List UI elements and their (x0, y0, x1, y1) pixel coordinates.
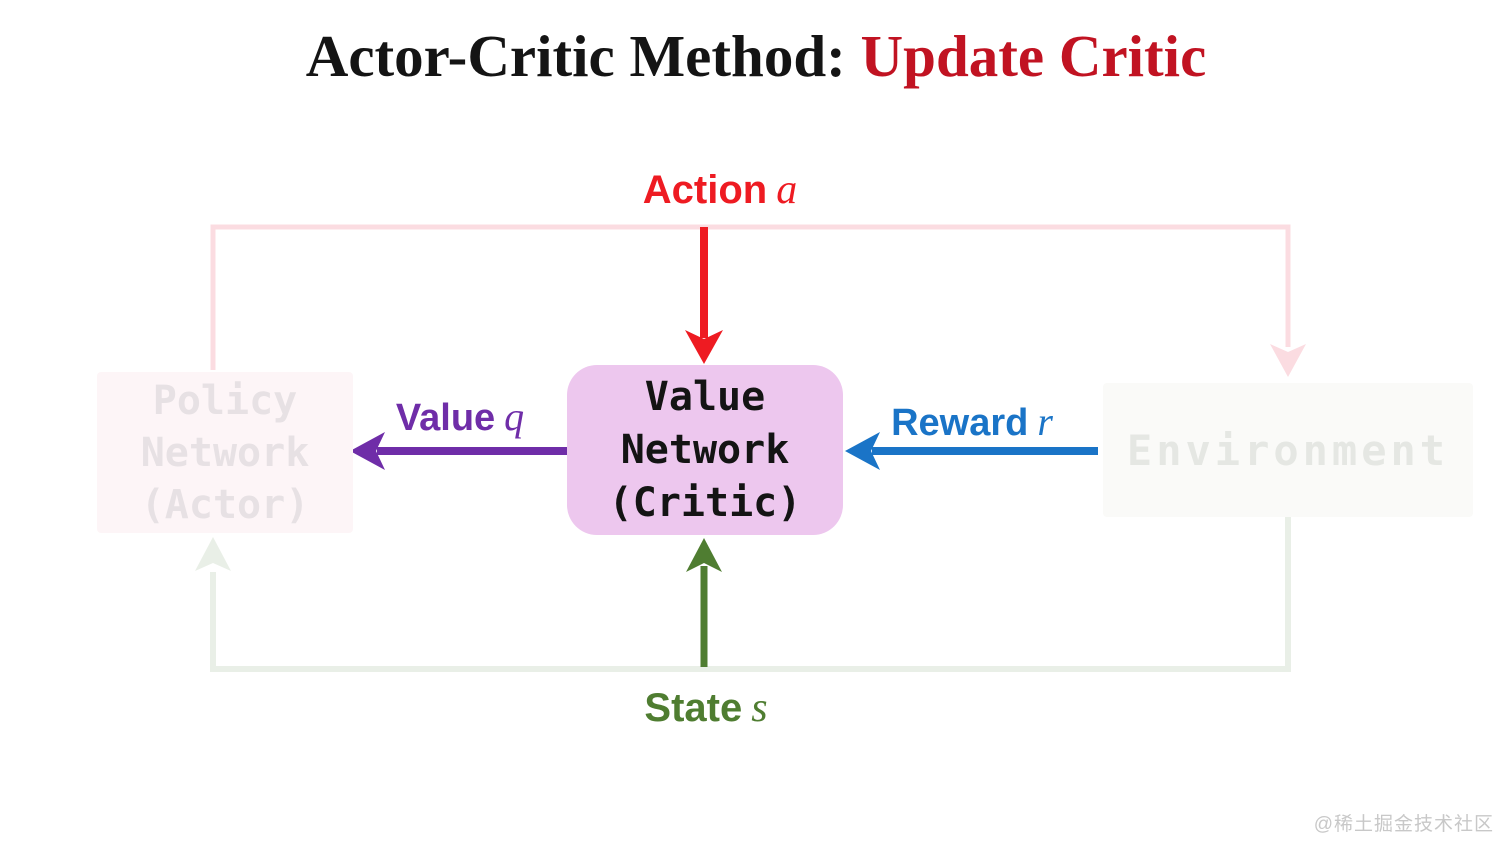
value-network-node: Value Network (Critic) (567, 365, 843, 535)
policy-network-node: Policy Network (Actor) (97, 372, 353, 533)
faded-state-loop-arrowhead-icon (195, 537, 231, 571)
state-symbol: s (751, 685, 768, 731)
policy-node-line2: Network (140, 429, 310, 476)
faded-action-loop-line (210, 224, 1291, 370)
faded-action-loop-arrowhead-icon (1270, 344, 1306, 377)
value-arrow-head-icon (350, 432, 385, 470)
environment-node: Environment (1103, 383, 1473, 517)
slide-title: Actor-Critic Method: Update Critic (0, 22, 1512, 91)
state-arrow-head-icon (686, 538, 722, 572)
policy-node-line3: (Actor) (140, 481, 310, 528)
value-node-line2: Network (620, 426, 790, 473)
policy-node-line1: Policy (152, 377, 298, 424)
slide-title-highlight: Update Critic (860, 23, 1207, 89)
value-node-line3: (Critic) (608, 479, 802, 526)
reward-label-text: Reward (891, 402, 1029, 444)
environment-node-line1: Environment (1126, 425, 1450, 475)
watermark: @稀土掘金技术社区 (1313, 814, 1494, 835)
action-arrow-head-icon (685, 330, 723, 364)
state-label-text: State (644, 686, 743, 730)
faded-state-loop-line (210, 517, 1291, 672)
action-label-text: Action (642, 168, 768, 212)
value-symbol: q (504, 394, 525, 439)
value-node-line1: Value (644, 373, 766, 420)
reward-arrow-head-icon (845, 432, 880, 470)
slide-title-prefix: Actor-Critic Method: (305, 23, 861, 89)
action-symbol: a (776, 167, 798, 213)
reward-symbol: r (1037, 399, 1053, 444)
value-label-text: Value (395, 397, 496, 439)
